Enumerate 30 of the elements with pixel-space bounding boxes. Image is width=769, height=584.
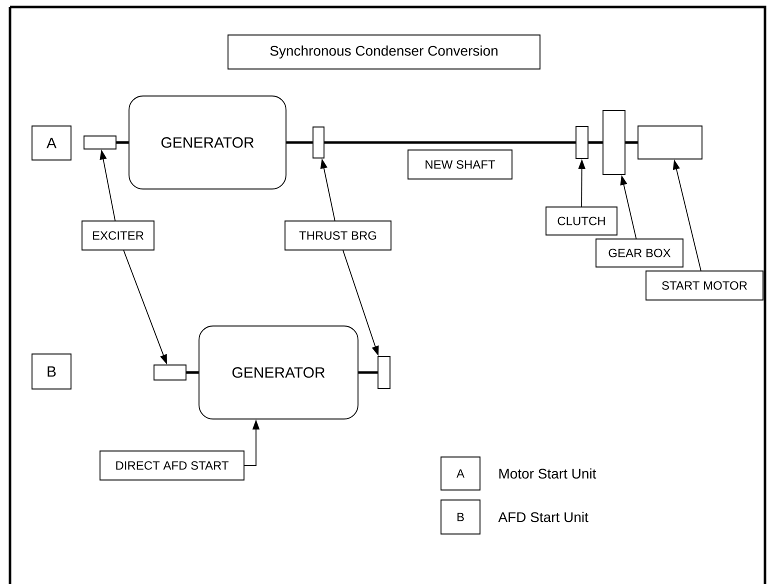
legend-text: Motor Start Unit xyxy=(499,468,596,479)
thrust-bearing-block xyxy=(378,356,390,389)
unit-letter-box: A xyxy=(32,126,72,160)
part-label: EXCITER xyxy=(82,220,154,250)
part-label: DIRECT AFD START xyxy=(100,450,244,480)
shaft-line xyxy=(324,141,576,144)
legend-text: AFD Start Unit xyxy=(498,512,588,522)
part-label: START MOTOR xyxy=(646,270,764,300)
shaft-line xyxy=(625,141,638,144)
shaft-line xyxy=(116,141,129,144)
start-motor-block xyxy=(638,126,702,160)
shaft-line xyxy=(286,141,313,144)
legend-key-box: B xyxy=(440,500,480,534)
shaft-line xyxy=(358,371,378,374)
part-label: GEAR BOX xyxy=(596,238,684,268)
clutch-block xyxy=(576,126,588,159)
legend-key-box: A xyxy=(440,456,480,490)
exciter-block xyxy=(84,136,116,150)
thrust-bearing-block xyxy=(312,126,324,158)
generator-box: GENERATOR xyxy=(198,326,358,420)
generator-box: GENERATOR xyxy=(128,96,286,190)
shaft-line xyxy=(588,141,603,144)
shaft-line xyxy=(186,371,199,374)
exciter-block xyxy=(154,364,186,380)
unit-letter-box: B xyxy=(32,354,72,390)
part-label: CLUTCH xyxy=(546,206,618,236)
title-box: Synchronous Condenser Conversion xyxy=(228,34,540,70)
gearbox-block xyxy=(602,110,626,175)
part-label: NEW SHAFT xyxy=(408,150,512,180)
part-label: THRUST BRG xyxy=(284,220,392,250)
